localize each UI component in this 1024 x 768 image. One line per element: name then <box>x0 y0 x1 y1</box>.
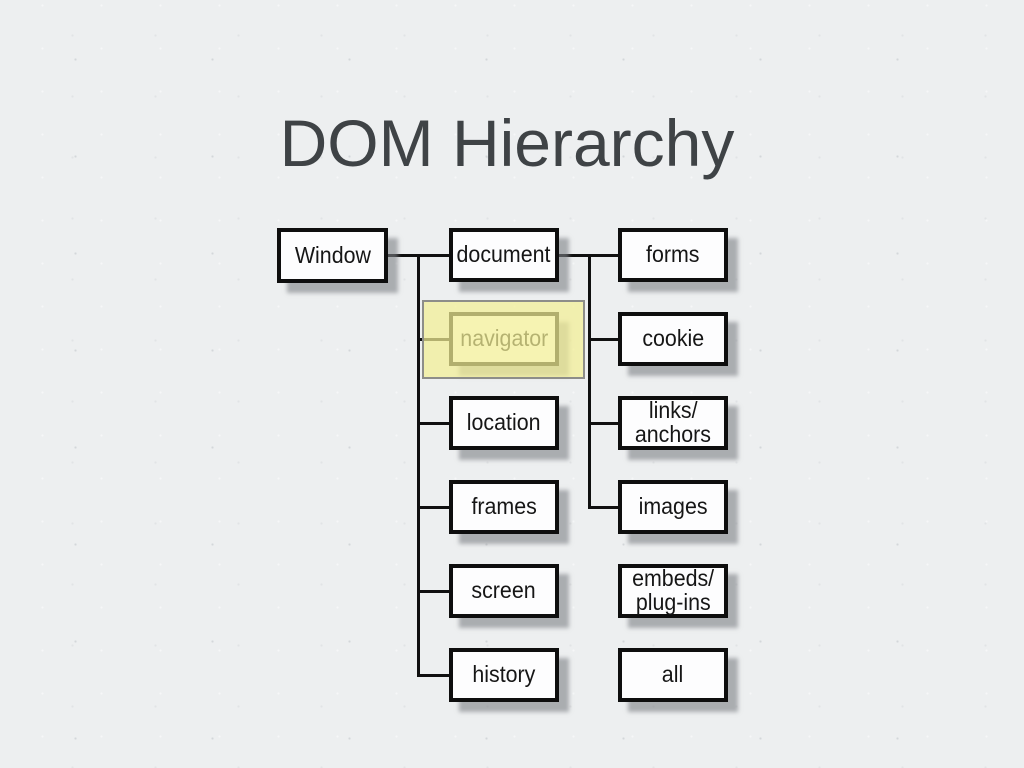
node-location: location <box>449 396 559 450</box>
node-navigator-label: navigator <box>459 325 549 352</box>
slide-title: DOM Hierarchy <box>279 106 735 180</box>
node-screen: screen <box>449 564 559 618</box>
node-links-anchors-line2: anchors <box>634 421 712 447</box>
node-frames: frames <box>449 480 559 534</box>
node-location-label: location <box>467 409 541 436</box>
node-all: all <box>618 648 728 702</box>
trunk-window-children <box>416 253 420 677</box>
node-links-anchors-line1: links/ <box>648 397 698 424</box>
branch-links-anchors <box>587 421 622 425</box>
node-cookie: cookie <box>618 312 728 366</box>
branch-location <box>416 421 453 425</box>
branch-cookie <box>587 337 622 341</box>
node-embeds-plugins-line2: plug-ins <box>635 589 711 615</box>
node-links-anchors: links/ anchors <box>618 396 728 450</box>
node-navigator: navigator <box>449 312 559 366</box>
node-embeds-plugins: embeds/ plug-ins <box>618 564 728 618</box>
branch-screen <box>416 589 453 593</box>
branch-history <box>416 673 453 677</box>
node-forms-label: forms <box>646 241 700 268</box>
node-document-label: document <box>457 241 551 268</box>
node-document: document <box>449 228 559 282</box>
node-window: Window <box>277 228 388 283</box>
node-screen-label: screen <box>471 577 537 604</box>
node-images: images <box>618 480 728 534</box>
branch-images <box>587 505 622 509</box>
node-history-label: history <box>472 661 536 688</box>
branch-frames <box>416 505 453 509</box>
trunk-document-children <box>587 253 591 509</box>
node-window-label: Window <box>294 241 371 268</box>
node-cookie-label: cookie <box>642 325 704 352</box>
node-forms: forms <box>618 228 728 282</box>
node-frames-label: frames <box>471 493 537 520</box>
node-history: history <box>449 648 559 702</box>
node-images-label: images <box>638 493 708 520</box>
branch-navigator <box>416 337 453 341</box>
node-embeds-plugins-line1: embeds/ <box>631 565 715 592</box>
node-all-label: all <box>662 661 684 688</box>
